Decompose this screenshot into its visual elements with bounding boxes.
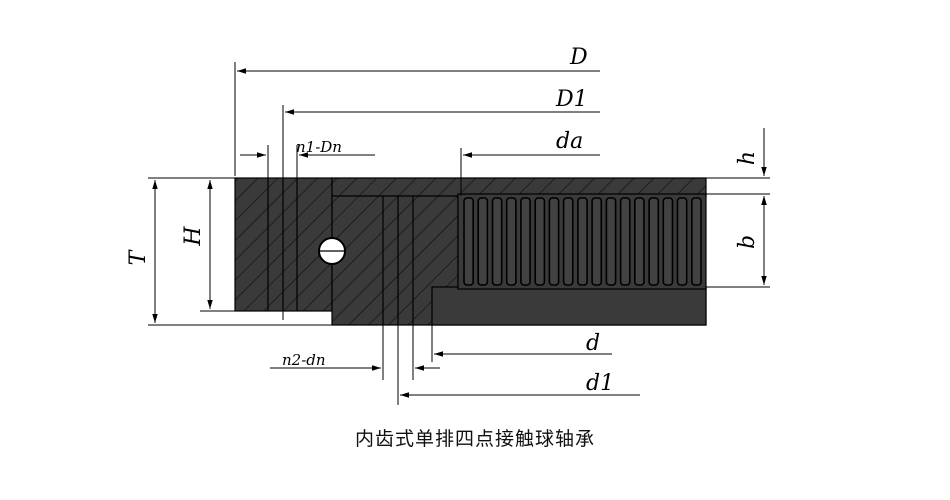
label-H: H <box>181 226 206 247</box>
gear-tooth <box>633 197 645 286</box>
gear-tooth <box>577 197 588 286</box>
dimension-lines <box>148 62 770 405</box>
gear-tooth <box>591 197 603 286</box>
gear-tooth <box>520 197 531 286</box>
label-b: b <box>735 235 760 249</box>
label-h: h <box>735 151 760 165</box>
gear-tooth <box>619 197 631 286</box>
diagram-caption: 内齿式单排四点接触球轴承 <box>354 428 595 450</box>
ball-icon <box>318 237 346 265</box>
label-n1-Dn: n1-Dn <box>296 138 342 156</box>
label-d1: d1 <box>586 371 614 396</box>
gear-tooth <box>648 197 660 286</box>
gear-teeth <box>457 193 707 290</box>
label-da: da <box>556 129 583 154</box>
gear-tooth <box>463 197 474 286</box>
label-n2-dn: n2-dn <box>282 351 326 369</box>
label-d: d <box>586 331 600 356</box>
label-D1: D1 <box>555 87 588 112</box>
gear-tooth <box>491 197 503 286</box>
gear-tooth <box>690 197 702 286</box>
gear-tooth <box>676 197 688 286</box>
gear-tooth <box>505 197 517 286</box>
label-D: D <box>569 45 588 70</box>
gear-tooth <box>605 197 617 286</box>
gear-tooth <box>562 197 574 286</box>
label-T: T <box>126 248 151 265</box>
gear-tooth <box>548 197 560 286</box>
gear-tooth <box>477 197 489 286</box>
gear-tooth <box>662 197 674 286</box>
gear-tooth <box>534 197 546 286</box>
